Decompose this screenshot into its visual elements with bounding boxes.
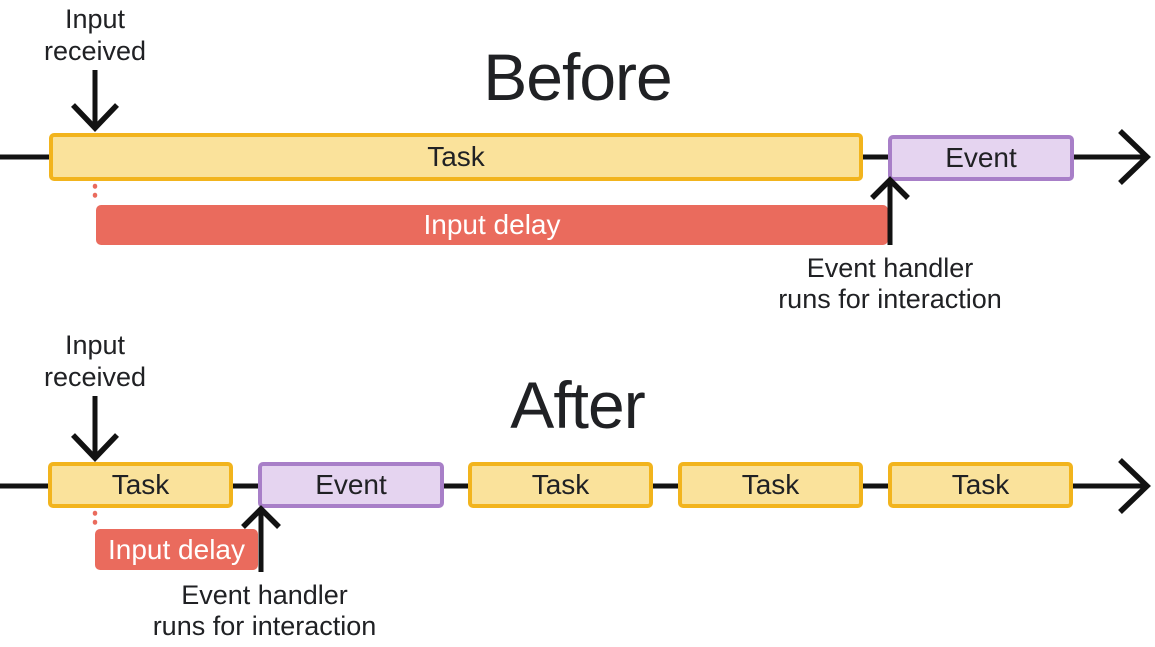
after-task-1-label: Task <box>111 469 170 500</box>
before-input-delay-label: Input delay <box>423 209 561 240</box>
after-event-bar: Event <box>258 462 444 508</box>
before-title: Before <box>483 40 672 114</box>
after-input-received-label: Input received <box>43 330 147 392</box>
before-event-handler-label: Event handler runs for interaction <box>778 253 1002 315</box>
after-input-delay-label: Input delay <box>108 533 245 565</box>
after-task-bar-3: Task <box>678 462 863 508</box>
before-task-bar: Task <box>49 133 863 181</box>
after-input-delay-bar: Input delay <box>95 529 258 570</box>
after-task-2-label: Task <box>531 469 590 500</box>
before-input-received-label: Input received <box>43 4 147 66</box>
after-title: After <box>510 368 645 442</box>
after-timeline-arrowhead <box>1118 458 1151 514</box>
before-handler-arrow-head <box>870 176 910 200</box>
after-task-bar-1: Task <box>48 462 233 508</box>
after-event-label: Event <box>315 469 387 500</box>
before-input-delay-bar: Input delay <box>96 205 888 245</box>
after-task-bar-4: Task <box>888 462 1073 508</box>
after-event-handler-label: Event handler runs for interaction <box>152 580 377 642</box>
before-task-label: Task <box>427 141 485 172</box>
before-event-bar: Event <box>888 135 1074 181</box>
after-handler-arrow-head <box>241 505 281 529</box>
before-event-label: Event <box>945 142 1017 173</box>
after-task-4-label: Task <box>951 469 1010 500</box>
after-input-arrow-head <box>71 433 119 462</box>
after-task-3-label: Task <box>741 469 800 500</box>
before-timeline-arrowhead <box>1118 129 1151 185</box>
after-task-bar-2: Task <box>468 462 653 508</box>
